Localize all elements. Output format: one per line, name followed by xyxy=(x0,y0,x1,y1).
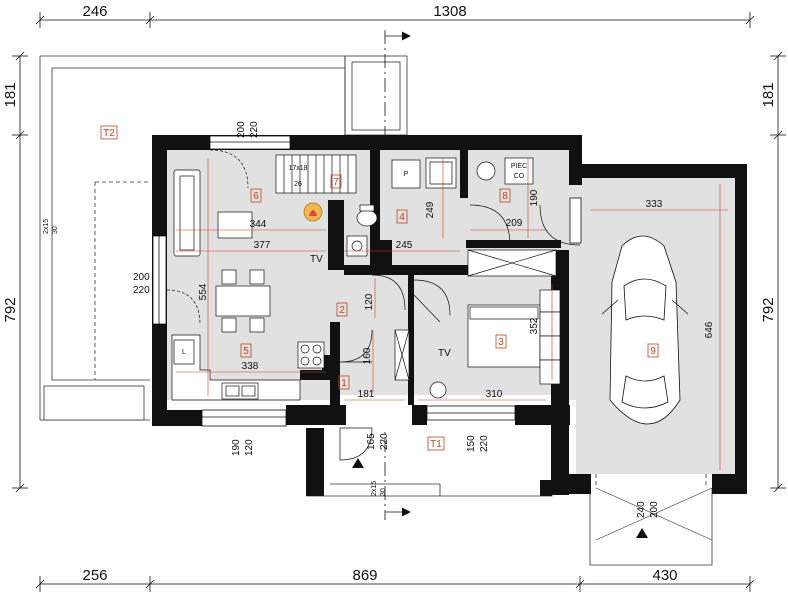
dim-bottom-left: 256 xyxy=(82,567,107,584)
opening-left-door: 200 220 xyxy=(133,272,152,296)
dim-right-top: 181 xyxy=(760,82,777,107)
step-note-entrance-depth: 30 xyxy=(380,488,387,496)
dim-left-total: 792 xyxy=(2,297,19,322)
opening-kitchen-window-width: 190 xyxy=(231,439,242,456)
room-dim-377: 377 xyxy=(254,240,271,251)
step-note-terrace-depth: 30 xyxy=(52,226,59,234)
opening-garage-gate-width: 240 xyxy=(636,501,647,518)
room-dim-554: 554 xyxy=(198,283,209,300)
terrace-outline xyxy=(39,55,713,566)
room-label-4: 4 xyxy=(399,212,405,223)
room-label-5: 5 xyxy=(243,346,249,357)
opening-entrance-width: 165 xyxy=(366,433,377,450)
room-dim-190: 190 xyxy=(529,189,540,206)
room-label-3: 3 xyxy=(498,337,504,348)
dimension-lines-overall xyxy=(12,12,786,592)
opening-kitchen-window-height: 120 xyxy=(244,439,255,456)
dim-left-top: 181 xyxy=(2,82,19,107)
room-dim-333: 333 xyxy=(646,199,663,210)
opening-top-window-width: 200 xyxy=(236,121,247,138)
room-label-9: 9 xyxy=(650,346,656,357)
opening-left-door-width: 200 xyxy=(133,272,150,283)
dim-top-total: 1308 xyxy=(433,3,466,20)
entrance-arrows xyxy=(352,458,648,538)
opening-top-window: 200 220 xyxy=(236,119,260,138)
room-label-6: 6 xyxy=(253,191,259,202)
opening-top-window-height: 220 xyxy=(249,121,260,138)
opening-garage-gate: 240 200 xyxy=(636,499,660,518)
dim-top-left: 246 xyxy=(82,3,107,20)
opening-entrance: 165 220 xyxy=(366,431,390,450)
opening-bedroom-window-width: 150 xyxy=(466,435,477,452)
dim-bottom-right: 430 xyxy=(652,567,677,584)
door-swings xyxy=(166,149,581,461)
room-dim-245: 245 xyxy=(396,240,413,251)
opening-garage-gate-height: 200 xyxy=(649,501,660,518)
opening-left-door-height: 220 xyxy=(133,285,150,296)
stairs-count: 26 xyxy=(294,181,302,188)
tv-label-bedroom: TV xyxy=(438,348,451,359)
opening-entrance-height: 220 xyxy=(379,433,390,450)
dim-bottom-middle: 869 xyxy=(352,567,377,584)
room-label-8: 8 xyxy=(502,191,508,202)
opening-kitchen-window: 190 120 xyxy=(231,437,255,456)
stairs-size: 17x18 xyxy=(288,165,307,172)
opening-bedroom-window: 150 220 xyxy=(466,433,490,452)
room-dim-181: 181 xyxy=(358,389,375,400)
opening-dimensions: 200 220 200 220 190 120 165 220 150 220 … xyxy=(133,119,660,518)
room-dim-352: 352 xyxy=(529,317,540,334)
room-dim-160: 160 xyxy=(362,347,373,364)
room-label-1: 1 xyxy=(341,378,347,389)
fridge-label: L xyxy=(182,349,186,356)
room-dim-209: 209 xyxy=(506,218,523,229)
interior-dimension-lines xyxy=(176,158,728,470)
boiler-label-line2: CO xyxy=(514,173,525,180)
opening-bedroom-window-height: 220 xyxy=(479,435,490,452)
shower-label: P xyxy=(404,171,409,178)
tv-label-living: TV xyxy=(310,254,323,265)
room-label-boxes xyxy=(100,125,659,451)
furniture xyxy=(171,157,561,401)
step-note-entrance-count: 2x15 xyxy=(371,481,378,496)
step-note-terrace-count: 2x15 xyxy=(43,219,50,234)
room-dim-310: 310 xyxy=(486,389,503,400)
step-note-terrace: 2x15 30 xyxy=(43,217,59,234)
step-note-entrance: 2x15 30 xyxy=(371,479,387,496)
room-label-t1: T1 xyxy=(430,439,442,450)
room-dim-249: 249 xyxy=(425,201,436,218)
room-label-t2: T2 xyxy=(103,128,115,139)
car-symbol xyxy=(601,235,689,425)
room-dim-120: 120 xyxy=(364,293,375,310)
room-label-7: 7 xyxy=(333,177,339,188)
room-dim-344: 344 xyxy=(250,219,267,230)
boiler-label-line1: PIEC xyxy=(511,163,527,170)
room-dimensions: 344 377 245 249 209 190 333 646 554 338 … xyxy=(198,189,715,400)
room-label-2: 2 xyxy=(339,305,345,316)
stairs xyxy=(275,154,357,194)
windows xyxy=(152,135,582,427)
room-dim-646: 646 xyxy=(704,321,715,338)
dim-right-total: 792 xyxy=(760,297,777,322)
room-dim-338: 338 xyxy=(242,361,259,372)
